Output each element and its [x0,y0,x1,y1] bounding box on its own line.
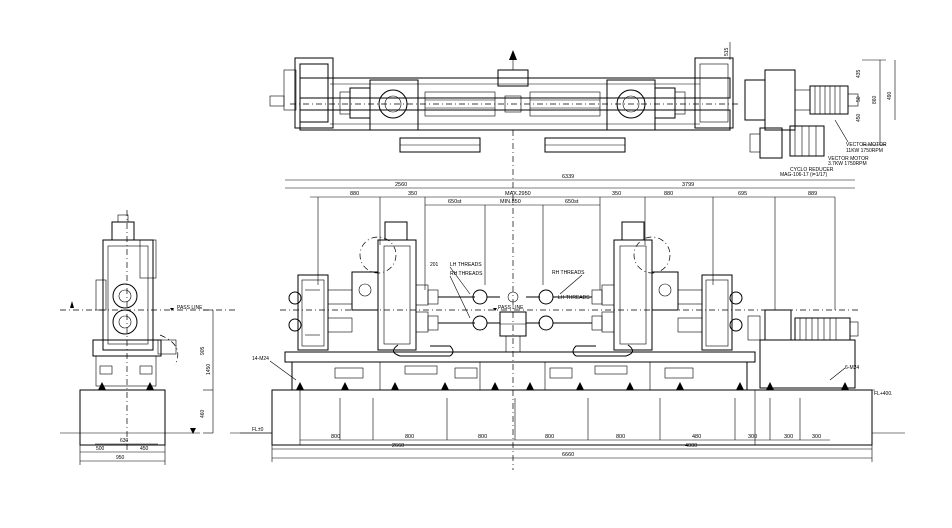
lh-threads-label-2: LH THREADS [558,295,590,301]
side-width-950: 950 [116,455,125,461]
stroke-right-dim: 650st [565,199,579,205]
base-total-dim: 6660 [562,452,574,458]
span-5: 695 [738,191,747,197]
span-6: 889 [808,191,817,197]
stroke-left-dim: 650st [448,199,462,205]
front-elevation: 6339 2560 3799 880 350 350 880 695 889 M… [240,174,893,462]
vector-motor-label-1: VECTOR MOTOR [846,142,887,148]
side-width-450: 450 [140,446,149,452]
span-2: 350 [408,191,417,197]
foundation-span-8: 300 [784,434,793,440]
vector-motor-label-2: VECTOR MOTOR [828,156,869,162]
foundation-span-5: 800 [616,434,625,440]
side-height-total: 1450 [206,364,212,375]
foundation-span-9: 300 [812,434,821,440]
bolt-note-left: 14-M24 [252,356,269,362]
foundation-span-6: 480 [692,434,701,440]
cyclo-reducer-label: CYCLO REDUCER [790,167,834,173]
plan-dim-860: 860 [872,95,878,104]
side-width-500: 500 [96,446,105,452]
foundation-span-7: 300 [748,434,757,440]
span-1: 880 [350,191,359,197]
plan-view: 860 490 435 50 450 515 VECTOR MOTOR 11KW… [269,42,896,178]
side-height-upper: 905 [200,346,206,355]
base-segment-left: 2660 [392,443,404,449]
elevation-pass-line-label: PASS LINE [498,305,524,311]
plan-dim-450: 450 [856,113,862,122]
min-span-dim: MIN.850 [500,199,521,205]
segment-top-right: 3799 [682,182,694,188]
overall-length-dim: 6339 [562,174,574,180]
floor-level-right: FL+400. [874,391,893,397]
foundation-span-3: 800 [478,434,487,440]
rh-threads-label-1: RH THREADS [450,271,483,277]
max-span-dim: MAX.2950 [505,191,531,197]
plan-dim-515: 515 [724,47,730,56]
span-3: 350 [612,191,621,197]
vector-motor-spec-1: 11KW 1750RPM [846,148,883,154]
floor-level-left: FL±0 [252,427,264,433]
cyclo-reducer-model: MAG-106-17 (i=1/17) [780,172,827,178]
lh-threads-label-1: LH THREADS [450,262,482,268]
dim-201-label: 201 [430,262,439,268]
bolt-note-right: 6-M24 [845,365,859,371]
plan-dim-490: 490 [887,91,893,100]
base-segment-right: 4000 [685,443,697,449]
foundation-span-4: 800 [545,434,554,440]
plan-dim-50: 50 [856,96,862,102]
vector-motor-spec-2: 3.7KW 1750RPM [828,161,867,167]
span-4: 880 [664,191,673,197]
rh-threads-label-2: RH THREADS [552,270,585,276]
side-height-lower: 460 [200,409,206,418]
segment-top-left: 2560 [395,182,407,188]
plan-dim-435: 435 [856,69,862,78]
side-view: PASS LINE 1450 905 460 630 500 450 950 [60,210,235,465]
side-pass-line-label: PASS LINE [177,305,203,311]
foundation-span-1: 800 [331,434,340,440]
side-width-630: 630 [120,438,129,444]
foundation-span-2: 800 [405,434,414,440]
